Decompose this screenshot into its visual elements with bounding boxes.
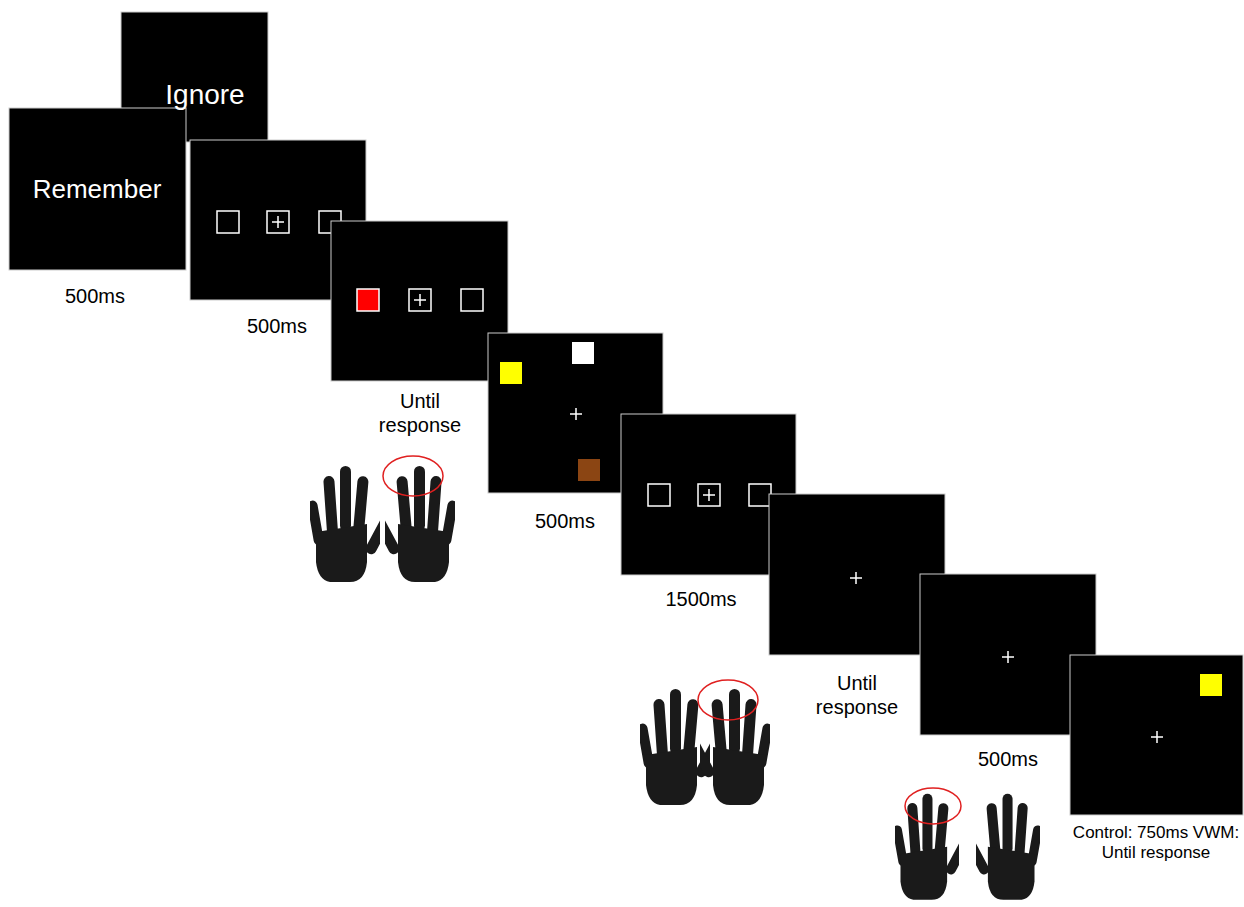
duration-caption: 500ms	[535, 509, 595, 533]
screen-remember	[9, 108, 186, 270]
color-square	[500, 362, 522, 384]
left-hand	[637, 689, 723, 805]
fixation-cross	[1002, 651, 1014, 663]
duration-caption: 500ms	[247, 314, 307, 338]
hands-ground	[295, 455, 470, 585]
screen	[769, 494, 945, 655]
hands-response-2	[630, 675, 785, 815]
duration-caption: 500ms	[978, 747, 1038, 771]
cue-box	[357, 289, 379, 311]
hands-ground	[630, 675, 785, 815]
fixation-cross	[1151, 731, 1163, 743]
trial-screen: Until response	[331, 221, 508, 381]
duration-caption: Until response	[370, 389, 470, 437]
duration-caption: 500ms	[65, 284, 125, 308]
trial-screen: Control: 750ms VWM: Until response	[1070, 655, 1243, 815]
trial-screen: 500ms	[920, 574, 1096, 735]
color-square	[572, 342, 594, 364]
screen-cue	[331, 221, 508, 381]
placeholder-box	[698, 484, 720, 506]
fixation-cross	[703, 489, 715, 501]
placeholder-box	[461, 289, 483, 311]
placeholder-box	[217, 211, 239, 233]
placeholder-box	[409, 289, 431, 311]
color-square	[578, 459, 600, 481]
screen-instruction: Ignore	[165, 78, 244, 112]
trial-screen: 500ms	[190, 140, 366, 300]
screen-probe	[1070, 655, 1243, 815]
placeholder-box	[749, 484, 771, 506]
hands-response-1	[295, 455, 470, 585]
trial-screen: 1500ms	[621, 414, 796, 575]
trial-screen: Ignore	[121, 12, 268, 142]
screen	[331, 221, 508, 381]
screen	[9, 108, 186, 270]
hands-ground	[880, 785, 1055, 903]
right-hand	[964, 794, 1043, 900]
screen-instruction: Remember	[33, 174, 162, 205]
fixation-cross	[414, 294, 426, 306]
duration-caption: Control: 750ms VWM: Until response	[1072, 823, 1240, 864]
trial-screen: Remember500ms	[9, 108, 186, 270]
duration-caption: Until response	[807, 671, 907, 719]
response-circle	[698, 680, 758, 720]
screen	[1070, 655, 1243, 815]
response-circle	[905, 788, 961, 824]
screen-fixation	[769, 494, 945, 655]
probe-square	[1200, 674, 1222, 696]
left-hand	[892, 794, 971, 900]
fixation-cross	[570, 408, 582, 420]
response-circle	[383, 456, 443, 496]
duration-caption: 1500ms	[665, 587, 736, 611]
fixation-cross	[272, 216, 284, 228]
hands-response-3	[880, 785, 1055, 903]
trial-screen: Until response	[769, 494, 945, 655]
fixation-cross	[850, 572, 862, 584]
trial-screen: 500ms	[488, 333, 663, 493]
placeholder-box	[267, 211, 289, 233]
left-hand	[307, 466, 393, 582]
placeholder-box	[648, 484, 670, 506]
